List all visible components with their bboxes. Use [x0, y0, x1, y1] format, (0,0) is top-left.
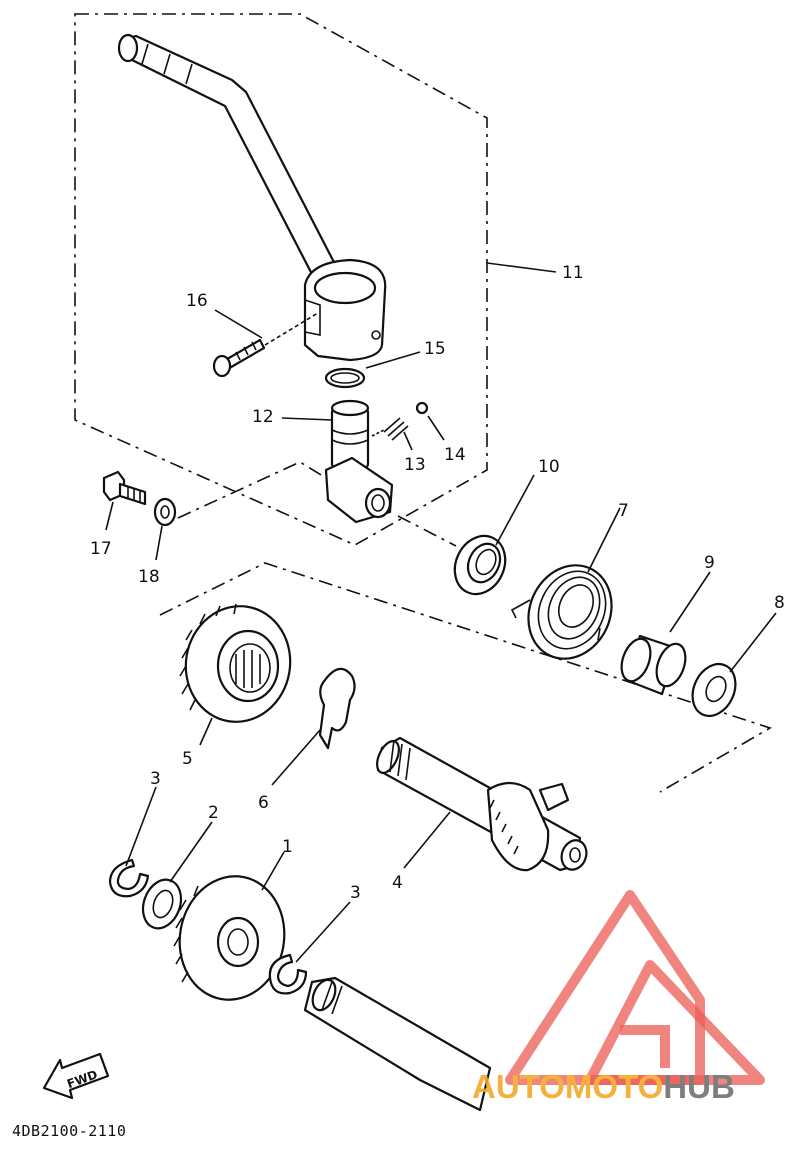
fwd-arrow-icon: FWD — [42, 1052, 110, 1100]
ball-14 — [415, 401, 429, 415]
washer-18 — [153, 497, 177, 527]
callout-8: 8 — [774, 593, 785, 613]
kick-boss-12 — [324, 399, 394, 524]
circlip-3-lower — [268, 953, 308, 995]
callout-2: 2 — [208, 803, 219, 823]
gear-1 — [173, 875, 286, 1001]
callout-14: 14 — [444, 445, 466, 465]
callout-15: 15 — [424, 339, 446, 359]
callout-5: 5 — [182, 749, 193, 769]
callout-3-upper: 3 — [150, 769, 161, 789]
kick-crank — [117, 33, 387, 362]
washer-8 — [691, 663, 737, 717]
callout-6: 6 — [258, 793, 269, 813]
bolt-16 — [212, 312, 319, 378]
callout-11: 11 — [562, 263, 584, 283]
automotohub-logo: AUTOMOTOHUB — [472, 890, 765, 1105]
assembly-group-outline — [74, 13, 488, 546]
callout-10: 10 — [538, 457, 560, 477]
diagram-code: 4DB2100-2110 — [12, 1122, 127, 1140]
callout-4: 4 — [392, 873, 403, 893]
callout-18: 18 — [138, 567, 160, 587]
oil-seal-10 — [453, 534, 507, 596]
leader-lines — [105, 262, 777, 963]
callout-3-lower: 3 — [350, 883, 361, 903]
callout-17: 17 — [90, 539, 112, 559]
circlip-3-upper — [108, 858, 150, 898]
callout-1: 1 — [282, 837, 293, 857]
watermark-text: AUTOMOTOHUB — [472, 1068, 735, 1105]
torsion-spring-7 — [510, 564, 613, 660]
clip-6 — [318, 667, 356, 750]
shaft-group-outline — [159, 562, 772, 793]
callout-13: 13 — [404, 455, 426, 475]
kick-shaft-4 — [376, 736, 588, 872]
callout-7: 7 — [618, 501, 629, 521]
bolt-17 — [102, 470, 147, 506]
kick-gear-5 — [179, 603, 292, 723]
callout-12: 12 — [252, 407, 274, 427]
main-shaft — [303, 976, 492, 1112]
callout-numbers: 11 16 15 12 13 14 17 18 10 7 9 8 5 6 4 3… — [90, 263, 785, 903]
callout-9: 9 — [704, 553, 715, 573]
spring-13 — [371, 417, 409, 441]
callout-16: 16 — [186, 291, 208, 311]
collar-9 — [620, 634, 687, 696]
